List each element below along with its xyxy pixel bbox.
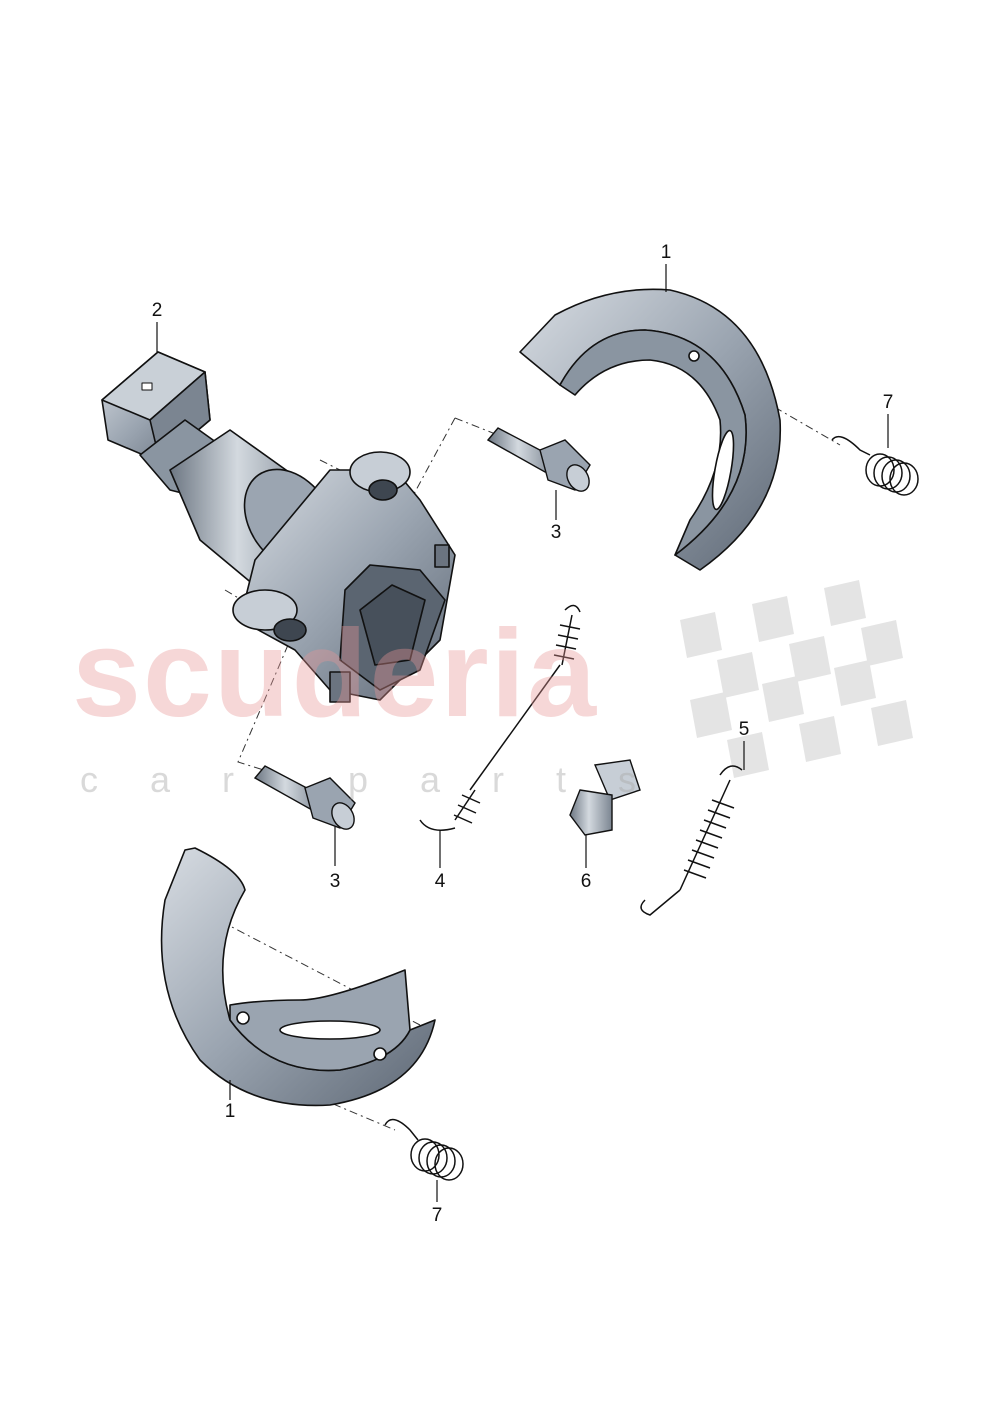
callout-spring-5: 5 xyxy=(738,719,750,740)
callout-bolt-upper: 3 xyxy=(550,522,562,543)
callout-brake-shoe-lower: 1 xyxy=(224,1101,236,1122)
callout-spring-7-upper: 7 xyxy=(882,392,894,413)
callout-bolt-lower: 3 xyxy=(329,871,341,892)
brake-shoe-upper xyxy=(519,288,782,571)
adjuster xyxy=(569,759,641,836)
tagline-watermark: car parts xyxy=(80,759,689,800)
callout-adjuster: 6 xyxy=(580,871,592,892)
callout-spring-4: 4 xyxy=(434,871,446,892)
spring-7-lower xyxy=(384,1118,464,1181)
spring-4 xyxy=(419,604,581,831)
parking-brake-actuator xyxy=(101,351,456,703)
callout-spring-7-lower: 7 xyxy=(431,1205,443,1226)
callout-actuator: 2 xyxy=(151,300,163,321)
bolt-upper xyxy=(486,427,591,492)
callout-leaders xyxy=(156,264,889,1202)
checkered-flag-watermark xyxy=(680,580,913,778)
brake-shoe-lower xyxy=(160,847,436,1107)
spring-7-upper xyxy=(831,435,919,496)
spring-5 xyxy=(640,765,743,916)
brand-watermark: scuderia xyxy=(72,605,599,743)
callout-brake-shoe-upper: 1 xyxy=(660,242,672,263)
bolt-lower xyxy=(253,765,356,830)
